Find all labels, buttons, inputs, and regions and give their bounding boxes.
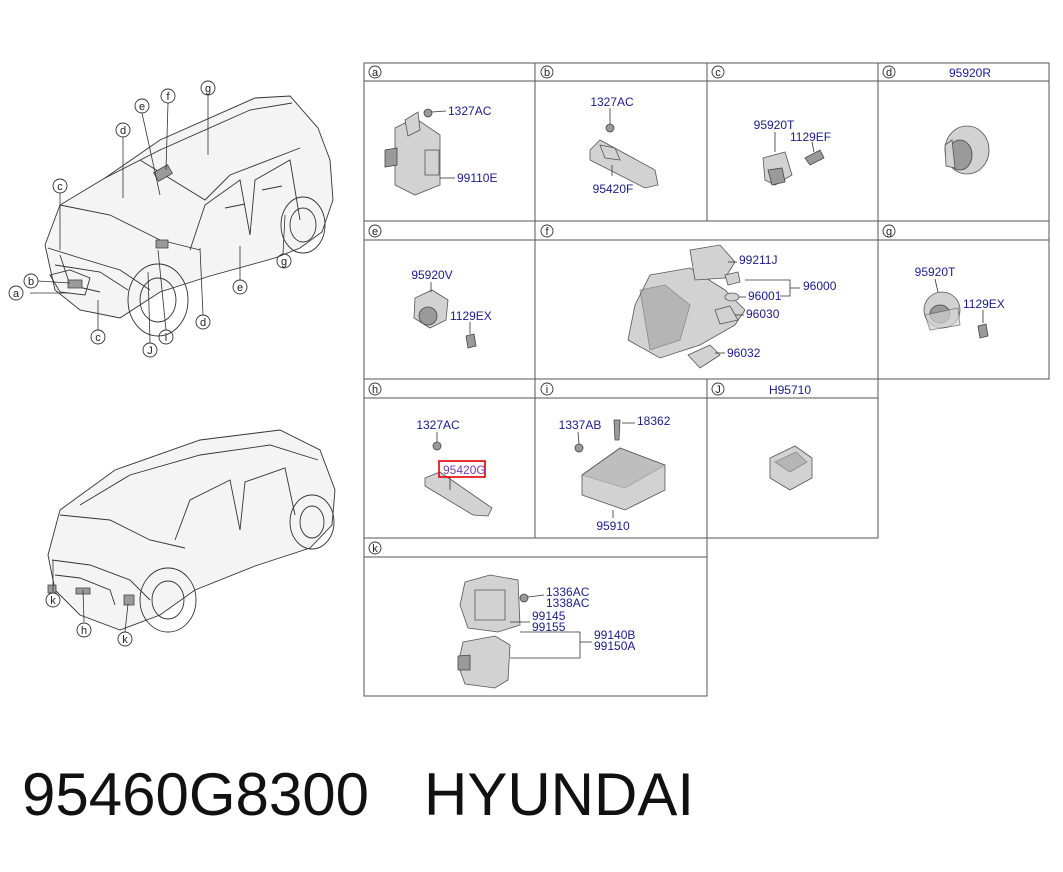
- cell-f-part-0: 99211J: [739, 253, 777, 267]
- callout-e-upper: [134, 98, 150, 114]
- cell-k-part-0: 1336AC: [546, 585, 590, 599]
- callout-e-lower-label: e: [237, 282, 243, 294]
- cell-d-letter: d: [886, 67, 892, 79]
- top-vehicle-illustration: [44, 95, 334, 337]
- callout-h: [76, 622, 92, 638]
- callout-d-lower: [195, 314, 211, 330]
- cell-k-part-2: 99145: [532, 609, 566, 623]
- highlighted-part-box: [438, 460, 486, 478]
- cell-c-part-1: 1129EF: [790, 130, 831, 144]
- callout-g-lower: [276, 253, 292, 269]
- callout-c-upper: [52, 178, 68, 194]
- callout-a: [8, 285, 24, 301]
- cell-j-header-part: H95710: [769, 383, 811, 397]
- callout-c-lower-label: c: [95, 332, 101, 344]
- callout-b-label: b: [28, 276, 34, 288]
- cell-k-part-3: 99155: [532, 620, 566, 634]
- callout-g-lower-label: g: [281, 256, 287, 268]
- cell-k-part-1: 1338AC: [546, 596, 590, 610]
- cell-b-letter: b: [544, 67, 550, 79]
- cell-i-letter: i: [546, 384, 548, 396]
- callout-i-label: i: [165, 332, 167, 344]
- parts-diagram: a b c c d d e e f g g J i: [8, 62, 1050, 697]
- cell-a-letter: a: [372, 67, 379, 79]
- bottom-vehicle-leaders: [52, 560, 129, 633]
- cell-f-letter: f: [545, 226, 549, 238]
- cell-g-part-0: 95920T: [915, 265, 956, 279]
- callout-g-upper: [200, 80, 216, 96]
- callout-b: [23, 273, 39, 289]
- callout-k-left: [45, 592, 61, 608]
- cell-f-part-2: 96001: [748, 289, 782, 303]
- callout-d-upper: [115, 122, 131, 138]
- cell-a: 1327AC 99110E: [384, 104, 497, 196]
- cell-i-part-1: 18362: [637, 414, 671, 428]
- cell-headers: a b c d 95920R e f g h i J H95710 k: [368, 65, 991, 555]
- cell-f-part-1: 96000: [803, 279, 837, 293]
- cell-c-letter: c: [715, 67, 721, 79]
- cell-d: [944, 125, 990, 175]
- cell-d-header-part: 95920R: [949, 66, 991, 80]
- cell-a-part-1: 99110E: [457, 171, 497, 185]
- cell-c: 95920T 1129EF: [754, 118, 831, 186]
- cell-f: 99211J 96000 96001 96030 96032: [627, 244, 837, 369]
- parts-grid: [363, 62, 1050, 697]
- cell-g: 95920T 1129EX: [915, 265, 1005, 339]
- callout-d-lower-label: d: [200, 317, 206, 329]
- top-vehicle-callouts: a b c c d d e e f g g J i: [8, 80, 292, 358]
- cell-i: 1337AB 18362 95910: [559, 414, 671, 533]
- cell-h-part-0: 1327AC: [416, 418, 460, 432]
- cell-e-part-0: 95920V: [411, 268, 452, 282]
- cell-k-letter: k: [372, 543, 378, 555]
- cell-i-part-2: 95910: [596, 519, 630, 533]
- callout-f: [160, 88, 176, 104]
- callout-c-lower: [90, 329, 106, 345]
- callout-f-label: f: [166, 91, 170, 103]
- cell-k-part-5: 99150A: [594, 639, 635, 653]
- footer-part-number: 95460G8300: [22, 761, 369, 828]
- footer-caption: 95460G8300 HYUNDAI: [22, 760, 694, 829]
- callout-e-lower: [232, 279, 248, 295]
- top-vehicle-leaders: [30, 95, 286, 344]
- callout-j-label: J: [147, 345, 153, 357]
- callout-e-upper-label: e: [139, 101, 145, 113]
- cell-k-part-4: 99140B: [594, 628, 635, 642]
- cell-e-part-1: 1129EX: [450, 309, 492, 323]
- cell-f-part-3: 96030: [746, 307, 780, 321]
- footer-brand: HYUNDAI: [424, 761, 695, 828]
- callout-j: [142, 342, 158, 358]
- callout-a-label: a: [13, 288, 20, 300]
- callout-c-upper-label: c: [57, 181, 63, 193]
- cell-c-part-0: 95920T: [754, 118, 795, 132]
- bottom-vehicle-illustration: [47, 429, 336, 633]
- callout-i: [158, 329, 174, 345]
- cell-f-part-4: 96032: [727, 346, 761, 360]
- callout-h-label: h: [81, 625, 87, 637]
- callout-k-right: [117, 631, 133, 647]
- cell-a-part-0: 1327AC: [448, 104, 492, 118]
- callout-d-upper-label: d: [120, 125, 126, 137]
- cell-h-part-1: 95420G: [443, 463, 486, 477]
- bottom-vehicle-callouts: k h k: [45, 592, 133, 647]
- cell-e-letter: e: [372, 226, 378, 238]
- cell-g-part-1: 1129EX: [963, 297, 1005, 311]
- cell-h: 1327AC 95420G: [416, 418, 493, 517]
- callout-k-right-label: k: [122, 634, 128, 646]
- cell-j-letter: J: [715, 384, 721, 396]
- cell-b-part-0: 1327AC: [590, 95, 634, 109]
- callout-k-left-label: k: [50, 595, 56, 607]
- cell-e: 95920V 1129EX: [411, 268, 492, 349]
- cell-g-letter: g: [886, 226, 892, 238]
- cell-b-part-1: 95420F: [593, 182, 634, 196]
- cell-i-part-0: 1337AB: [559, 418, 602, 432]
- cell-b: 1327AC 95420F: [589, 95, 659, 196]
- cell-h-letter: h: [372, 384, 378, 396]
- cell-k: 1336AC 1338AC 99145 99155 99140B 99150A: [457, 574, 635, 689]
- cell-j: [769, 445, 813, 491]
- callout-g-upper-label: g: [205, 83, 211, 95]
